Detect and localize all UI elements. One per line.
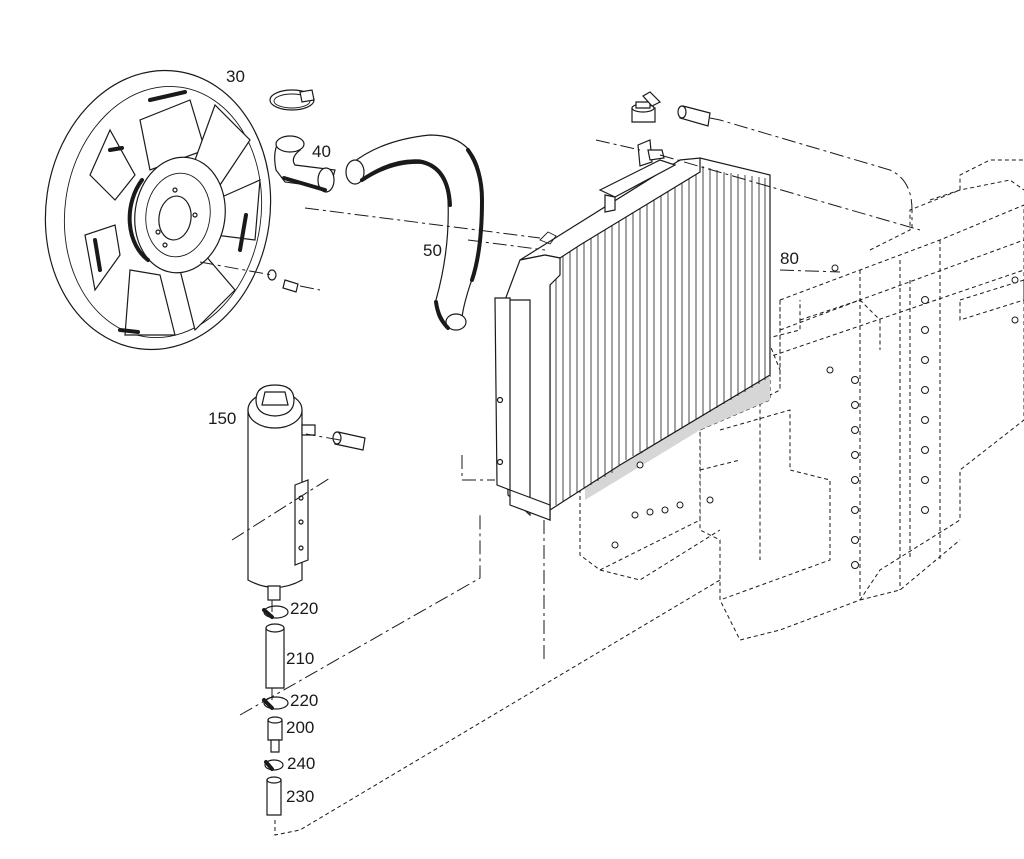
callout-lower-hose-clamp: 220 (290, 691, 319, 710)
bleed-hose (677, 105, 711, 127)
drain-tube (266, 776, 282, 816)
radiator-core-fins (555, 166, 766, 505)
callout-small-hose-clamp: 240 (287, 754, 316, 773)
upper-hose-clamp (262, 605, 289, 619)
assembly-lines (199, 117, 921, 836)
hose-clamp (269, 89, 315, 111)
radiator-cap (631, 91, 662, 123)
drain-hose (265, 623, 285, 689)
callout-drain-tube: 230 (286, 787, 315, 806)
drain-fitting (267, 716, 283, 753)
callout-drain-fitting: 200 (286, 718, 315, 737)
cooling-fan (44, 69, 272, 351)
callout-radiator: 80 (780, 249, 799, 268)
radiator-hose (345, 134, 485, 331)
expansion-tank-hose (332, 431, 366, 451)
callout-fan: 30 (226, 67, 245, 86)
radiator (494, 139, 771, 521)
callout-radiator-hose: 50 (423, 241, 442, 260)
callout-upper-hose-clamp: 220 (290, 599, 319, 618)
callout-expansion-tank: 150 (208, 409, 237, 428)
fan-mounting-bolt (267, 269, 299, 293)
expansion-tank (247, 384, 316, 601)
chassis-frame (699, 159, 1024, 641)
callout-drain-hose: 210 (286, 649, 315, 668)
lower-hose-clamp (262, 696, 289, 710)
callout-elbow-hose: 40 (312, 142, 331, 161)
upper-elbow-hose (274, 135, 336, 193)
small-hose-clamp (264, 759, 284, 771)
